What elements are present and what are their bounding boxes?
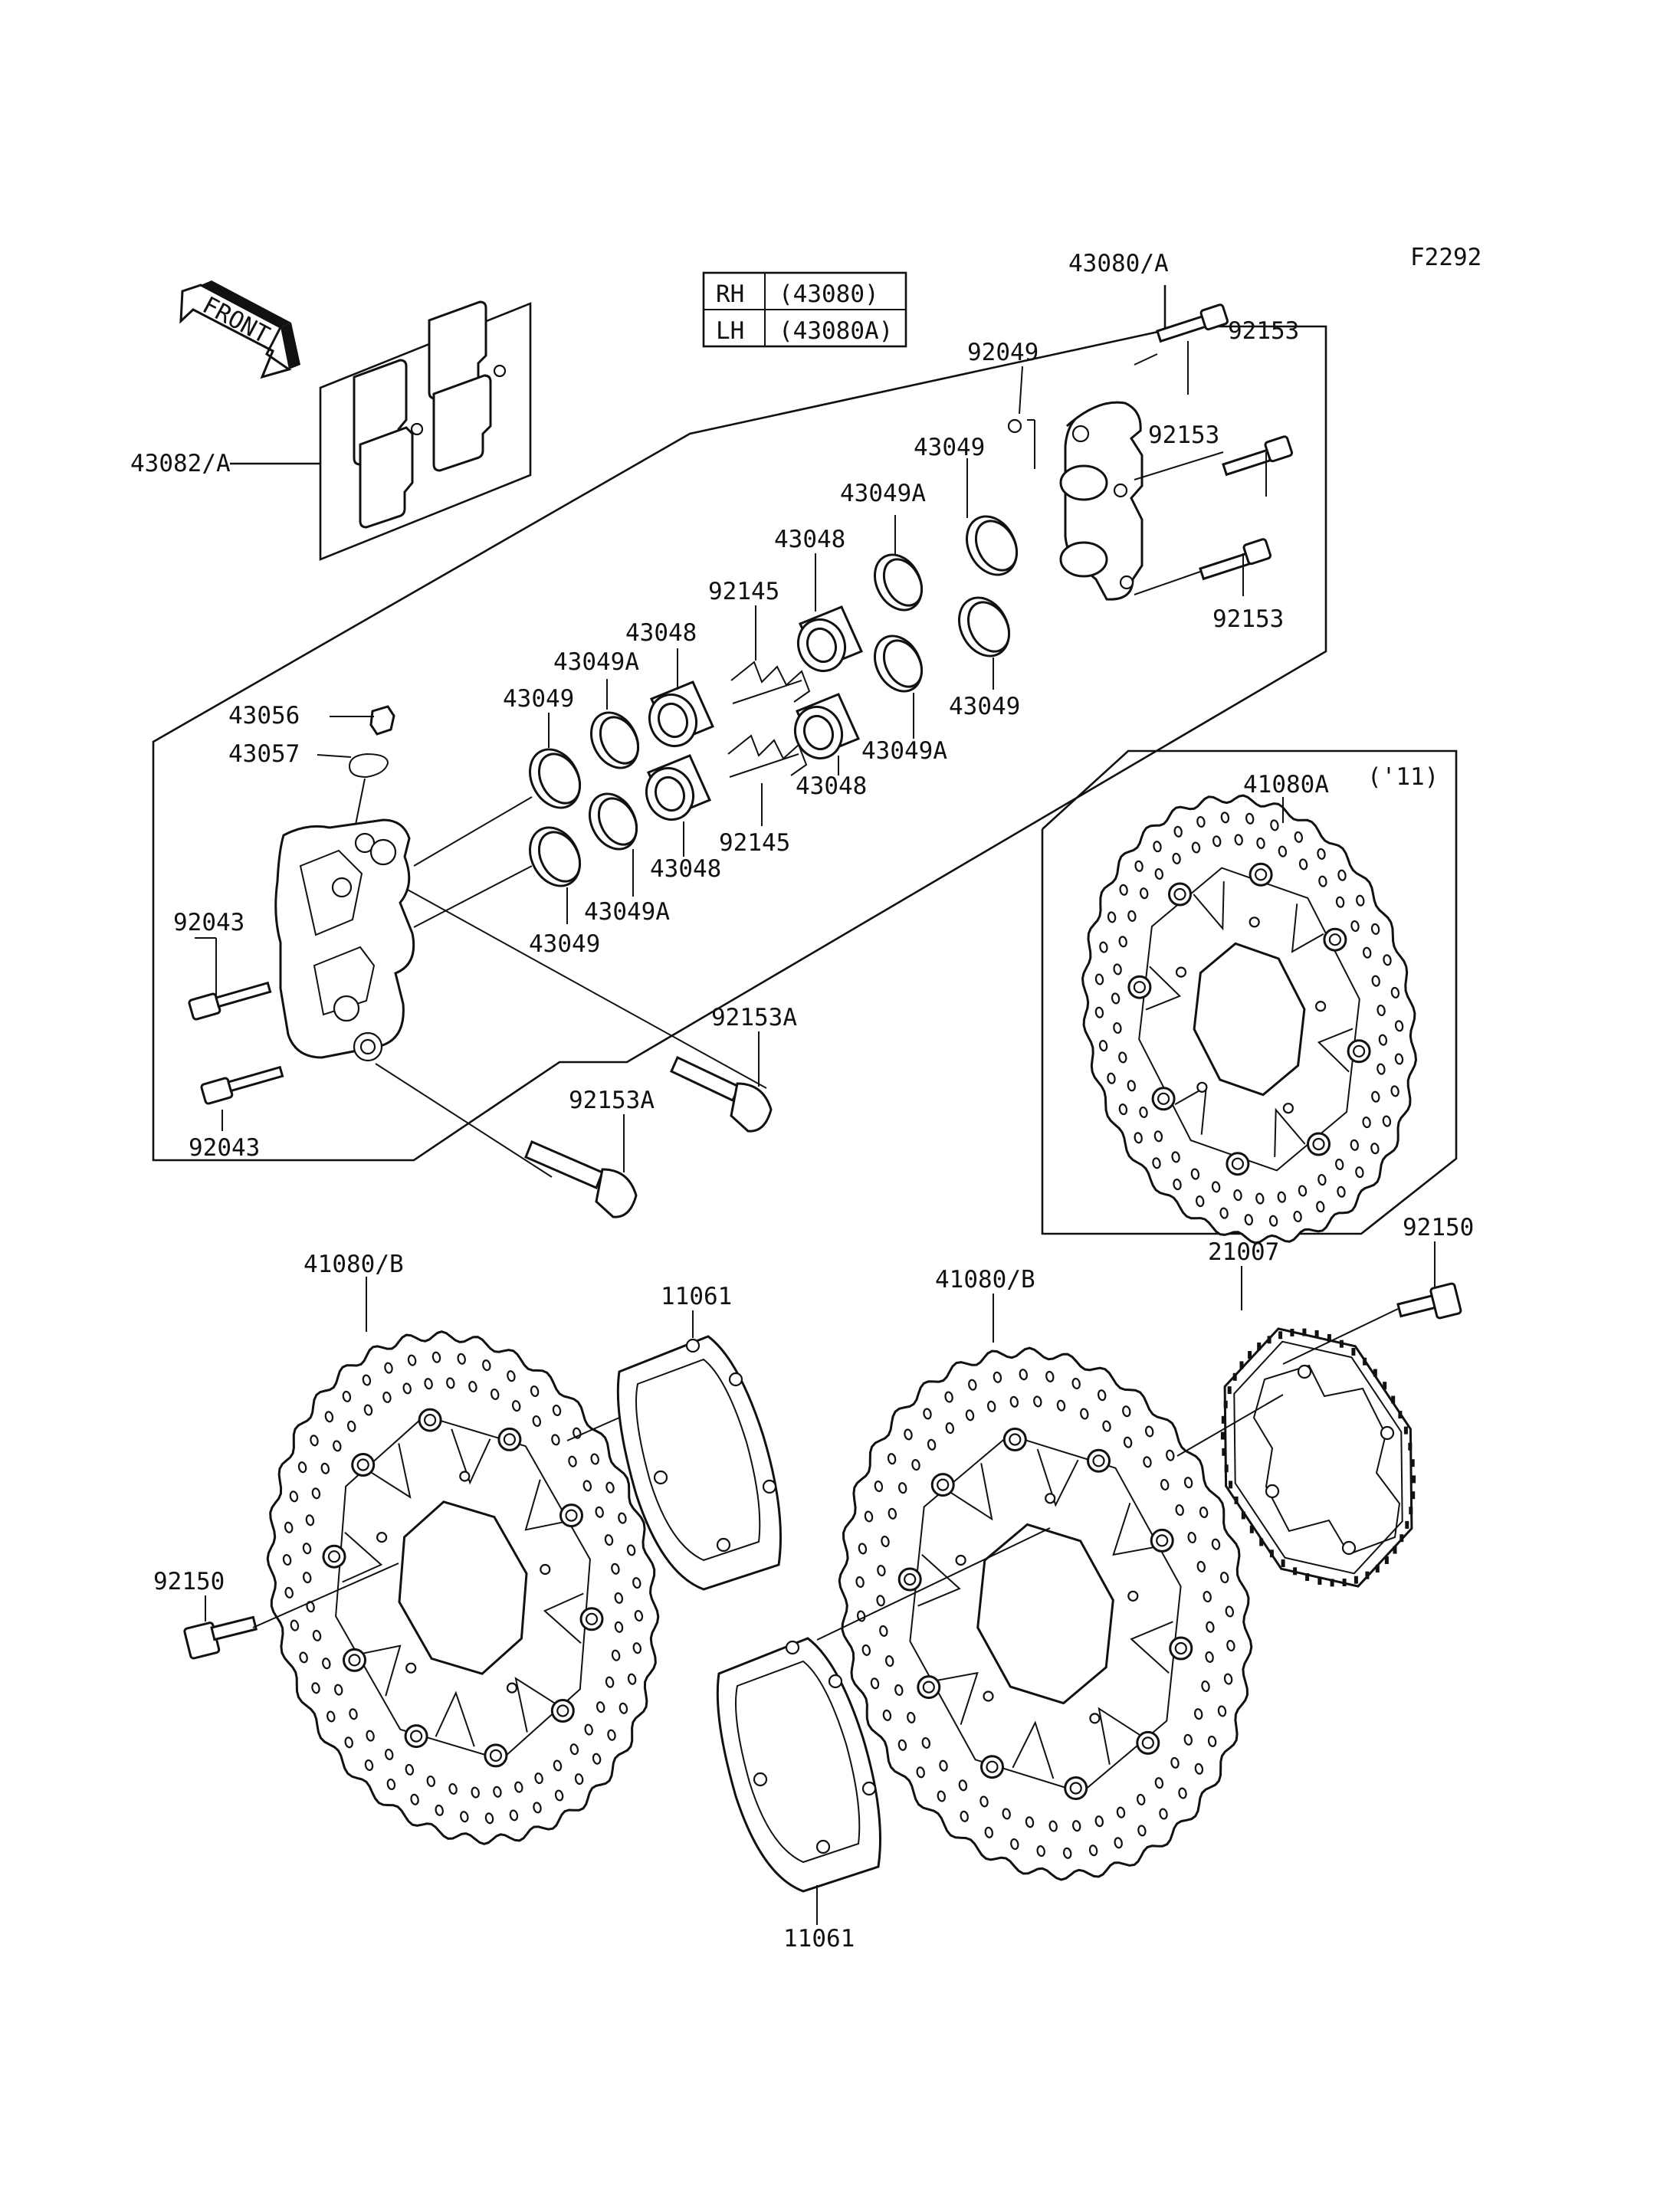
piston-seal-group	[529, 515, 1019, 887]
disc-41080b-left-part	[266, 1330, 660, 1845]
bolt-92153-mid-part	[1222, 435, 1294, 477]
bolt-92153a-b-part	[524, 1140, 638, 1218]
caliper-assembly-outline	[152, 285, 1327, 1162]
washer-92049-part	[1007, 418, 1022, 434]
callout-piston-43048-b: 43048	[625, 619, 697, 647]
callout-spring-92145-b: 92145	[719, 829, 790, 857]
callout-piston-43048-d: 43048	[650, 855, 721, 883]
callout-piston-43048-a: 43048	[774, 526, 845, 553]
callout-seal-43049-b: 43049	[503, 685, 574, 713]
bolt-92043-b-part	[200, 1065, 284, 1105]
bolt-92153a-a-part	[670, 1055, 773, 1133]
callout-pad-set: 43082/A	[130, 450, 231, 477]
callout-disc-41080b-left: 41080/B	[304, 1251, 404, 1278]
callout-caliper-assy: 43080/A	[1068, 250, 1169, 277]
callout-bolt-92043-a: 92043	[173, 909, 244, 936]
callout-bolt-92150-left: 92150	[153, 1568, 225, 1595]
disc-41080b-right-part	[838, 1346, 1253, 1881]
callout-labels: 43080/A 43082/A 92049 92153 92153 92153 …	[130, 250, 1474, 1953]
callout-bolt-92153-low: 92153	[1212, 605, 1284, 633]
table-side-rh: RH	[716, 280, 744, 308]
callout-cap-43057: 43057	[228, 740, 300, 768]
table-part-rh: (43080)	[779, 280, 879, 308]
callout-disc-41080a: 41080A	[1243, 771, 1329, 798]
callout-sensor-ring-21007: 21007	[1208, 1238, 1279, 1266]
right-caliper-half	[1027, 401, 1144, 601]
callout-seal-43049-c: 43049	[949, 693, 1020, 720]
callout-bolt-92153-top: 92153	[1228, 317, 1299, 345]
table-part-lh: (43080A)	[779, 317, 893, 345]
sensor-ring-21007-part	[1220, 1327, 1416, 1588]
callout-bleeder-43056: 43056	[228, 702, 300, 730]
front-arrow-icon	[179, 280, 300, 379]
callout-piston-43048-c: 43048	[796, 772, 867, 800]
callout-seal-43049a-a: 43049A	[840, 480, 926, 507]
callout-spring-92145-a: 92145	[708, 578, 779, 605]
bolt-92043-a-part	[188, 981, 272, 1021]
callout-bolt-92150-right: 92150	[1403, 1214, 1474, 1241]
cap-43057-part	[348, 753, 389, 825]
disc-41080a-box	[1041, 749, 1458, 1235]
bolt-92153-top-part	[1156, 303, 1229, 343]
callout-seal-43049a-b: 43049A	[553, 648, 639, 676]
callout-washer-92049: 92049	[967, 339, 1039, 366]
callout-bolt-92153-mid: 92153	[1148, 421, 1219, 449]
callout-bolt-92153a-b: 92153A	[569, 1087, 655, 1114]
callout-seal-43049-a: 43049	[914, 434, 985, 461]
bleeder-43056-part	[369, 705, 395, 736]
shim-11061-bottom-part	[716, 1637, 881, 1893]
shim-11061-top-part	[616, 1335, 782, 1591]
callout-bolt-92043-b: 92043	[189, 1134, 260, 1162]
callout-seal-43049a-d: 43049A	[584, 898, 670, 926]
year-note: ('11)	[1367, 763, 1439, 791]
left-caliper-half	[274, 818, 415, 1062]
figure-code: F2292	[1410, 244, 1481, 271]
disc-41080a-part	[1081, 794, 1418, 1244]
bolt-92150-left-part	[183, 1615, 258, 1660]
variant-table: RH (43080) LH (43080A)	[702, 271, 907, 348]
bolt-92150-right-part	[1396, 1282, 1462, 1320]
callout-seal-43049-d: 43049	[529, 930, 600, 958]
callout-shim-11061-top: 11061	[661, 1283, 732, 1310]
bolt-92153-low-part	[1199, 538, 1272, 581]
callout-disc-41080b-right: 41080/B	[935, 1266, 1035, 1294]
callout-bolt-92153a-a: 92153A	[711, 1004, 797, 1031]
callout-shim-11061-bottom: 11061	[783, 1925, 855, 1953]
callout-seal-43049a-c: 43049A	[861, 737, 947, 765]
brake-pad-set	[230, 300, 532, 561]
table-side-lh: LH	[716, 317, 744, 345]
